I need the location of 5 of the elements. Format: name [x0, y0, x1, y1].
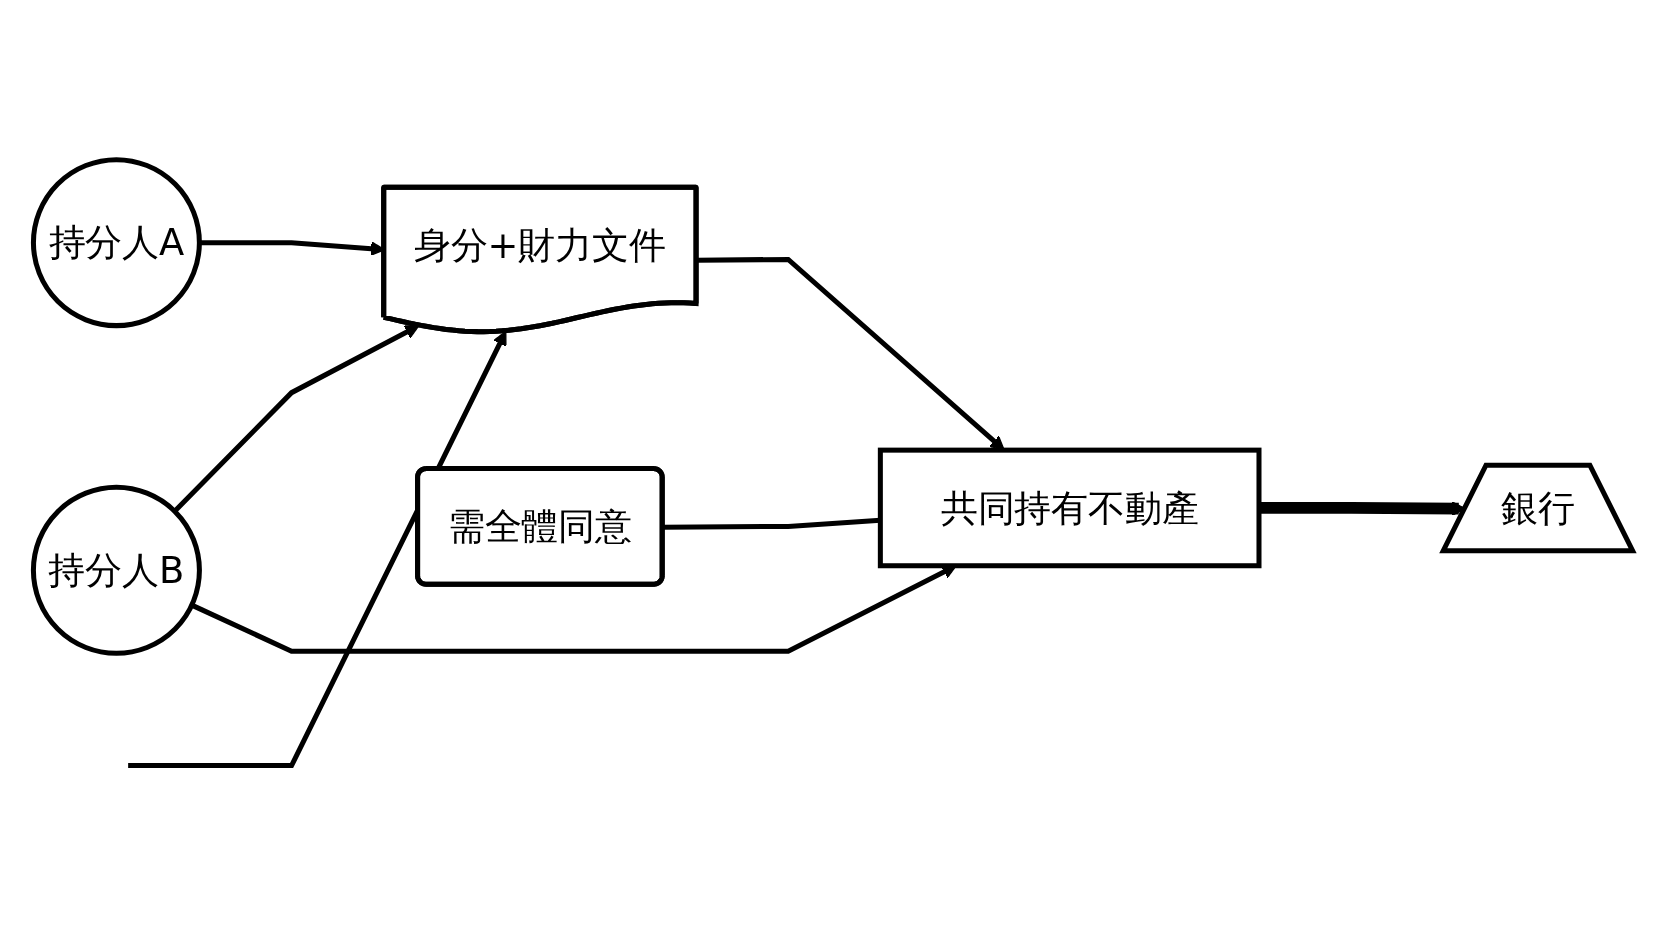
node-circle: 持分人B: [30, 484, 202, 656]
arrow: [172, 324, 420, 513]
connector: [663, 517, 881, 530]
node-circle: 持分人A: [30, 157, 202, 329]
node-box: 共同持有不動產: [877, 447, 1262, 569]
